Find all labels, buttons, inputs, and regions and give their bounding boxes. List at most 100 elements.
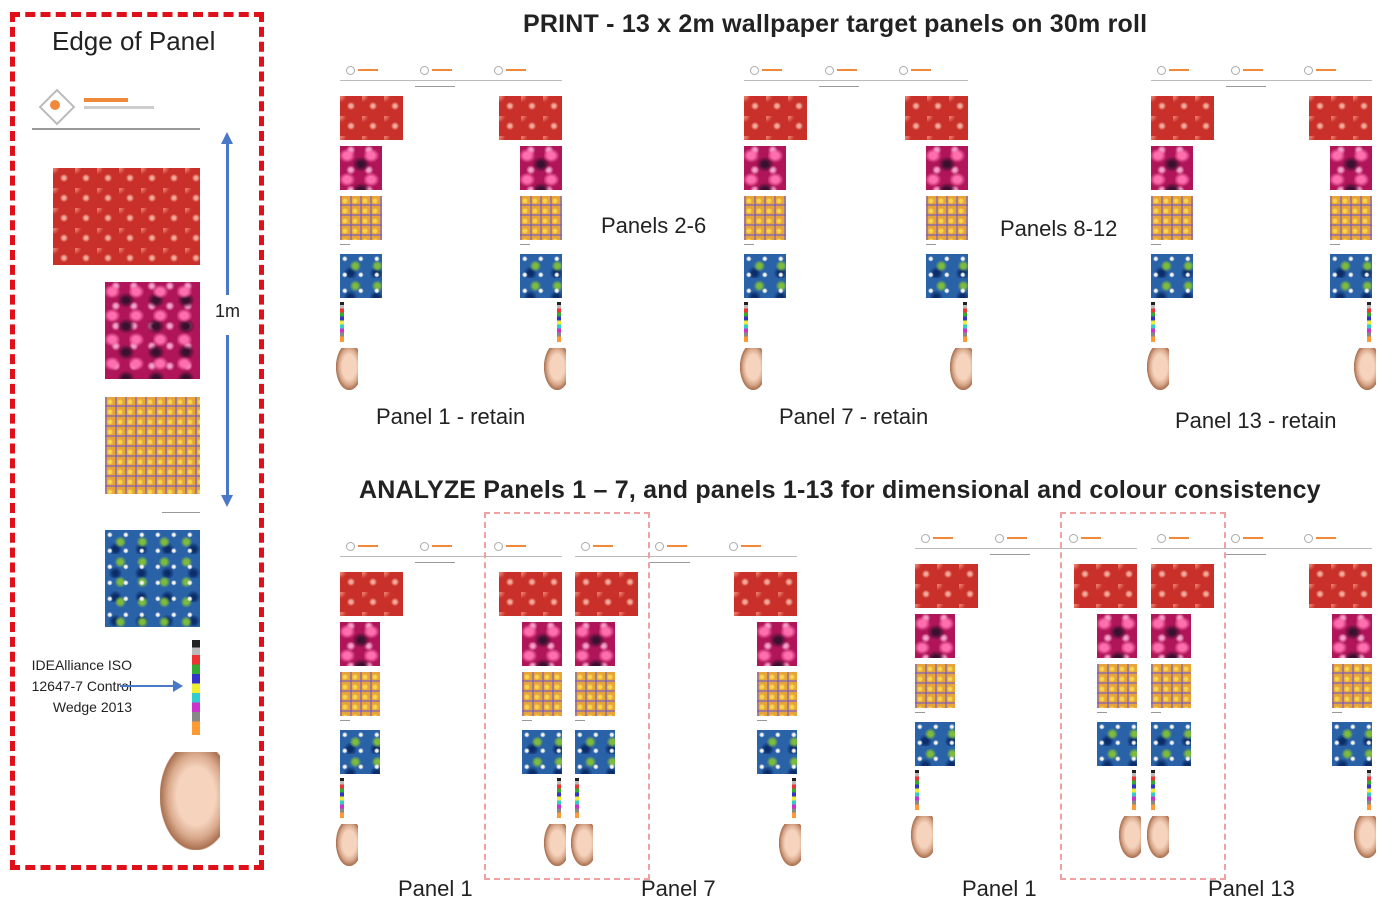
panel-header-mark — [415, 86, 455, 87]
brand-logo — [32, 88, 200, 132]
mini-logo-text — [836, 69, 857, 71]
panel-header-line — [1151, 548, 1372, 549]
panel-13-retain-label: Panel 13 - retain — [1175, 408, 1337, 433]
mini-logo-icon — [346, 66, 355, 75]
mini-control-wedge — [963, 302, 967, 342]
mini-logo-icon — [346, 542, 355, 551]
mini-damask-swatch — [1151, 564, 1214, 608]
mini-tick-mark — [1330, 244, 1340, 245]
panel-header-line — [744, 80, 968, 81]
mini-tick-mark — [1151, 712, 1161, 713]
mini-logo-icon — [420, 66, 429, 75]
mini-tile-swatch — [1330, 196, 1372, 240]
panel-header-line — [575, 556, 797, 557]
mini-floral-swatch — [575, 622, 615, 666]
mini-tile-swatch — [340, 672, 380, 716]
arrow-up-icon — [221, 132, 233, 144]
mini-damask-swatch — [905, 96, 968, 140]
panel-header-mark — [819, 86, 859, 87]
mini-floral-swatch — [757, 622, 797, 666]
mini-control-wedge — [340, 302, 344, 342]
arrow-down-icon — [221, 495, 233, 507]
panel-header-line — [340, 556, 562, 557]
mini-logo-icon — [494, 66, 503, 75]
mini-control-wedge — [915, 770, 919, 810]
control-wedge-label: IDEAlliance ISO 12647-7 Control Wedge 20… — [31, 657, 132, 715]
mini-garden-swatch — [1332, 722, 1372, 766]
mini-logo-text — [593, 545, 613, 547]
scale-arrow-down — [226, 335, 229, 495]
mini-tick-mark — [744, 244, 754, 245]
mini-tile-swatch — [1151, 196, 1193, 240]
mini-portrait — [1147, 816, 1169, 858]
mini-logo-text — [933, 537, 953, 539]
mini-damask-swatch — [499, 96, 562, 140]
panels-8-12-label: Panels 8-12 — [1000, 216, 1118, 241]
mini-logo-text — [762, 69, 782, 71]
mini-logo-text — [1169, 537, 1189, 539]
mini-logo-text — [506, 545, 526, 547]
mini-floral-swatch — [744, 146, 786, 190]
mini-garden-swatch — [1151, 722, 1191, 766]
mini-control-wedge — [1367, 770, 1371, 810]
mini-logo-icon — [1304, 534, 1314, 543]
mini-logo-icon — [494, 542, 503, 551]
mini-logo-text — [741, 545, 761, 547]
mini-logo-text — [432, 545, 452, 547]
mini-floral-swatch — [915, 614, 955, 658]
mini-damask-swatch — [340, 572, 403, 616]
mini-damask-swatch — [575, 572, 638, 616]
mini-logo-text — [506, 69, 526, 71]
mini-tile-swatch — [1151, 664, 1191, 708]
mini-logo-text — [911, 69, 932, 71]
mini-damask-swatch — [915, 564, 978, 608]
mini-tick-mark — [757, 720, 767, 721]
mini-garden-swatch — [757, 730, 797, 774]
mini-floral-swatch — [522, 622, 562, 666]
panels-2-6-label: Panels 2-6 — [601, 213, 707, 238]
floral-swatch — [105, 282, 200, 379]
mini-garden-swatch — [1151, 254, 1193, 298]
mini-tick-mark — [1151, 244, 1161, 245]
edge-of-panel-heading: Edge of Panel — [52, 26, 216, 56]
mini-logo-icon — [1157, 534, 1166, 543]
analyze-panel-7-label: Panel 7 — [641, 876, 716, 901]
mini-control-wedge — [744, 302, 748, 342]
mini-logo-icon — [420, 542, 429, 551]
comparison-box-1-7 — [484, 512, 650, 880]
mini-tile-swatch — [520, 196, 562, 240]
mini-tick-mark — [1097, 712, 1107, 713]
mini-floral-swatch — [1151, 614, 1191, 658]
mini-garden-swatch — [520, 254, 562, 298]
mini-damask-swatch — [1309, 96, 1372, 140]
comparison-box-1-13 — [1060, 512, 1226, 880]
mini-logo-icon — [1157, 66, 1166, 75]
mini-tick-mark — [926, 244, 936, 245]
mini-control-wedge — [1132, 770, 1136, 810]
control-arrow — [120, 685, 175, 687]
mini-tile-swatch — [744, 196, 786, 240]
mini-tick-mark — [340, 720, 350, 721]
mini-logo-text — [1169, 69, 1189, 71]
mini-logo-text — [358, 69, 378, 71]
control-wedge-strip — [192, 640, 200, 735]
mini-control-wedge — [557, 778, 561, 818]
mini-tile-swatch — [575, 672, 615, 716]
mini-damask-swatch — [1309, 564, 1372, 608]
mini-control-wedge — [340, 778, 344, 818]
mini-portrait — [911, 816, 933, 858]
mini-tile-swatch — [340, 196, 382, 240]
mini-logo-text — [358, 545, 378, 547]
mini-tick-mark — [522, 720, 532, 721]
mini-floral-swatch — [1097, 614, 1137, 658]
panel-header-mark — [1226, 554, 1266, 555]
mini-tile-swatch — [757, 672, 797, 716]
mini-logo-icon — [581, 542, 590, 551]
panel-header-mark — [415, 562, 455, 563]
mini-garden-swatch — [926, 254, 968, 298]
panel-header-line — [1151, 80, 1372, 81]
panel-header-line — [915, 548, 1137, 549]
mini-tile-swatch — [1097, 664, 1137, 708]
portrait-image — [160, 752, 220, 850]
mini-portrait — [1354, 348, 1376, 390]
